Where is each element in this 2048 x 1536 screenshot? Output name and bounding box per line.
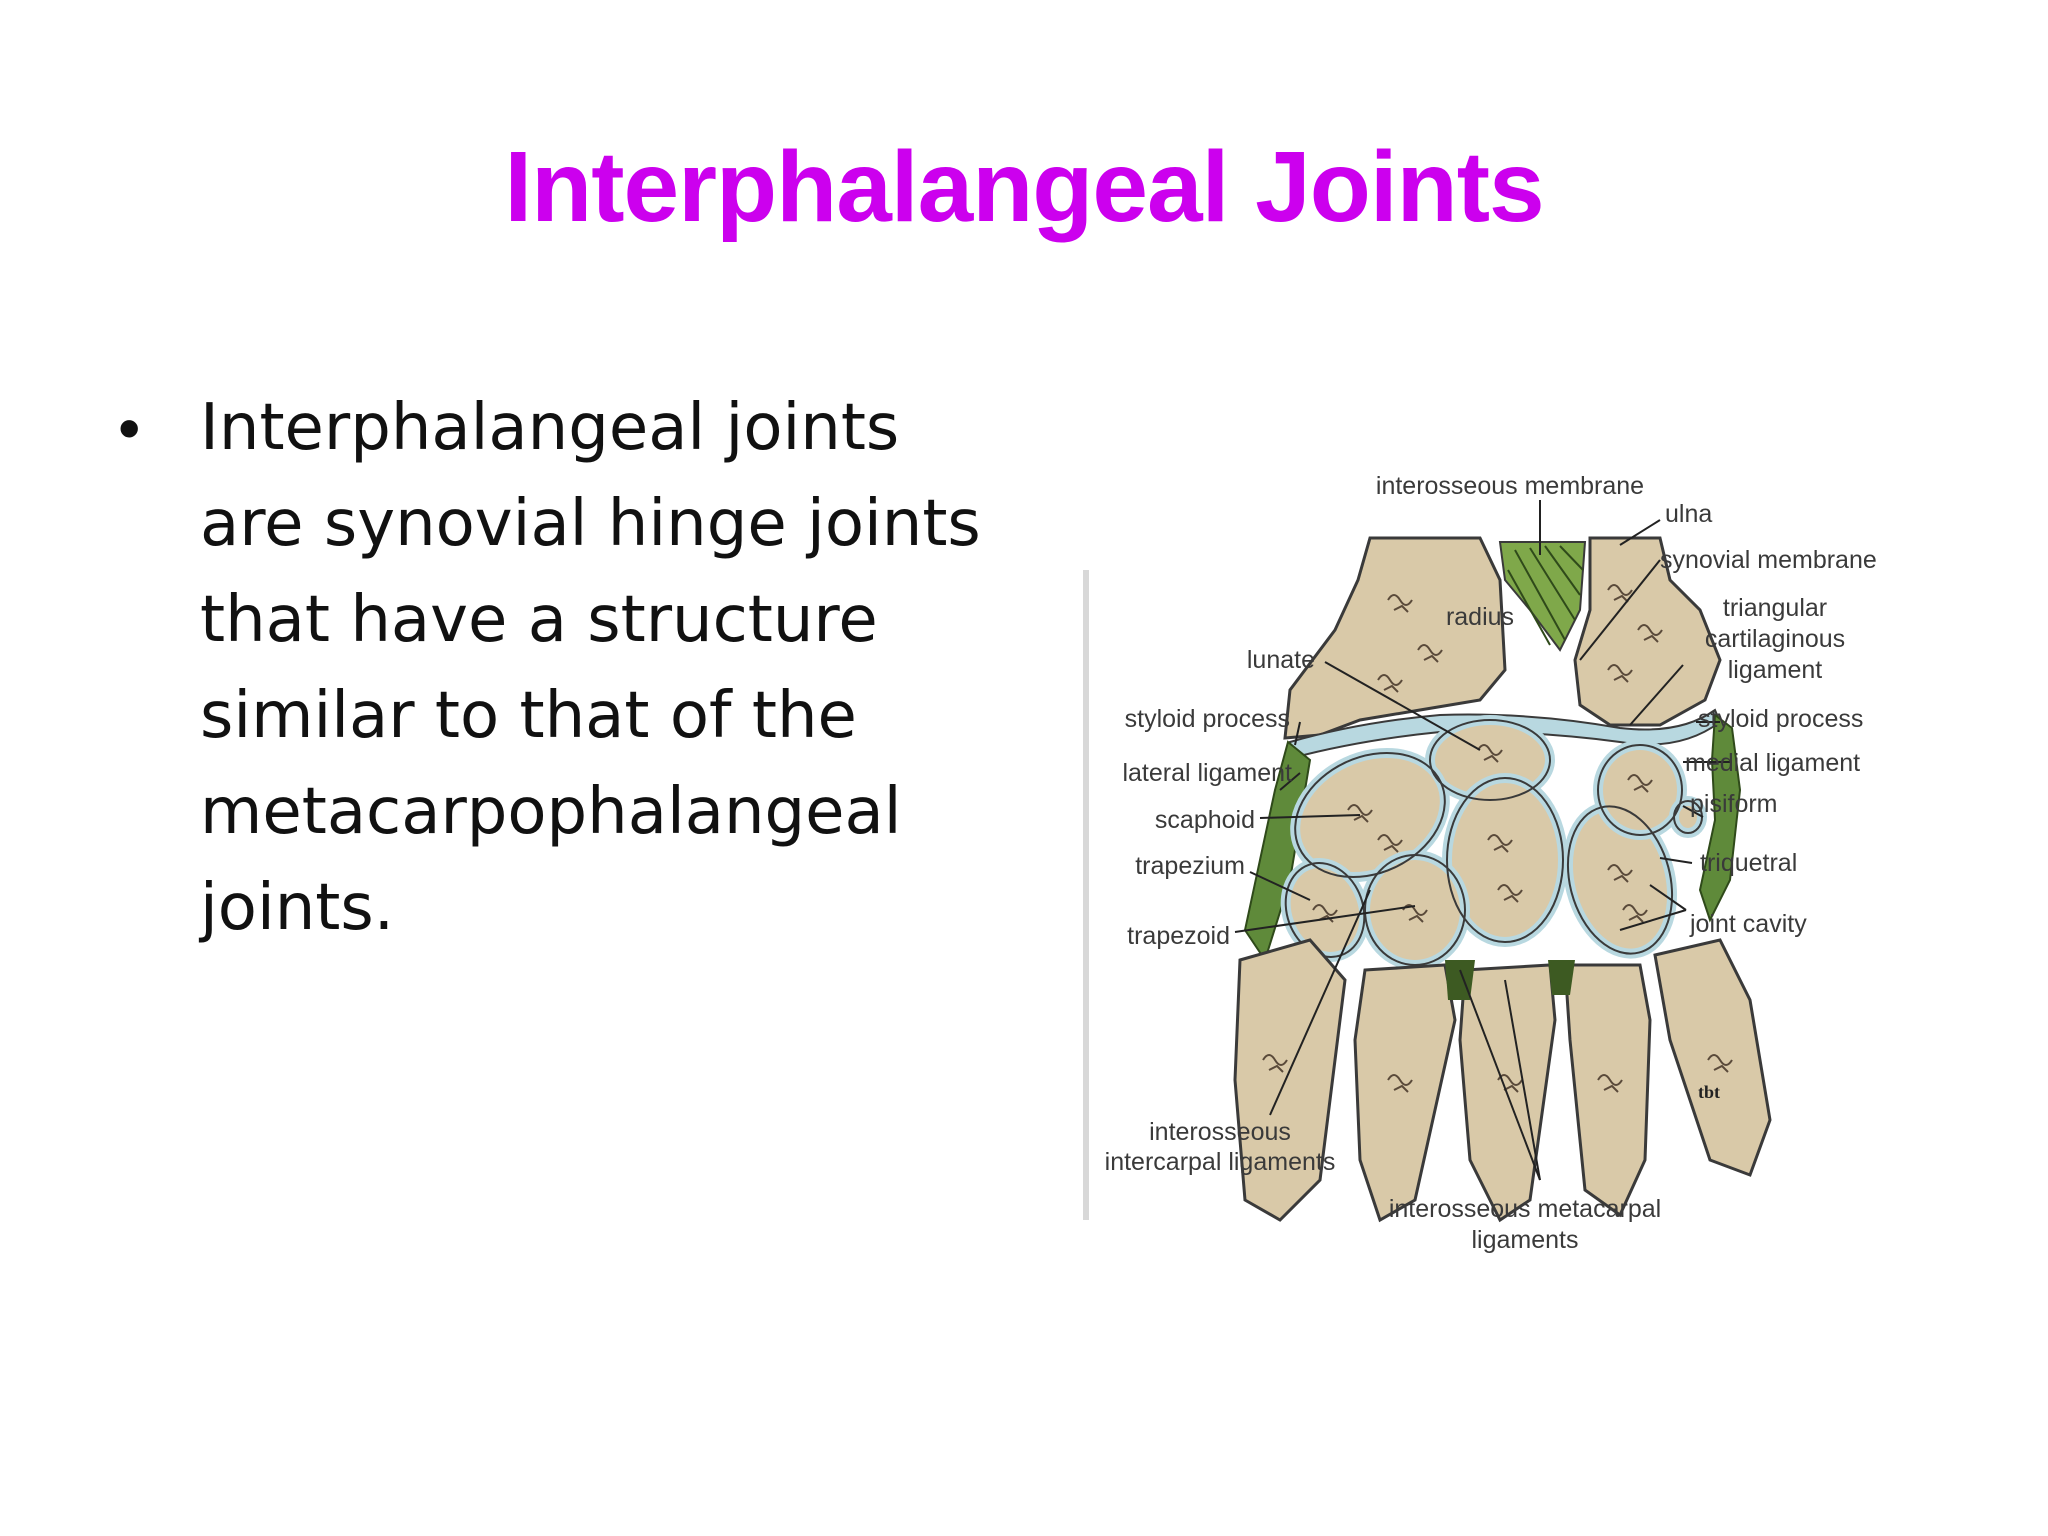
wrist-illustration: interosseous membrane ulna synovial memb… bbox=[1083, 472, 1877, 1254]
carpal-bones bbox=[1280, 715, 1707, 970]
label-lateral-ligament: lateral ligament bbox=[1122, 759, 1292, 787]
metacarpal-2 bbox=[1353, 963, 1457, 1223]
label-pisiform: pisiform bbox=[1690, 790, 1778, 818]
metacarpal-ligament-band bbox=[1548, 960, 1575, 995]
wrist-joint-diagram: interosseous membrane ulna synovial memb… bbox=[1060, 460, 1920, 1280]
label-triquetral: triquetral bbox=[1700, 849, 1797, 877]
bone-texture-mark bbox=[1377, 674, 1403, 693]
label-interosseous-intercarpal-2: intercarpal ligaments bbox=[1105, 1148, 1336, 1176]
metacarpal-ligament-band bbox=[1445, 960, 1475, 1000]
label-interosseous-metacarpal-2: ligaments bbox=[1472, 1226, 1579, 1254]
metacarpal-5 bbox=[1653, 938, 1772, 1177]
bone-texture-mark bbox=[1622, 904, 1648, 923]
lateral-ligament bbox=[1243, 740, 1312, 963]
bone-outline bbox=[1597, 744, 1683, 836]
bone-texture-mark bbox=[1637, 624, 1663, 643]
label-styloid-process-right: styloid process bbox=[1698, 705, 1863, 733]
bone-texture-mark bbox=[1417, 644, 1443, 663]
label-medial-ligament: medial ligament bbox=[1685, 749, 1860, 777]
bone-texture-mark bbox=[1607, 864, 1633, 883]
bone-texture-mark bbox=[1597, 1074, 1623, 1093]
bone-texture-mark bbox=[1627, 774, 1653, 793]
label-trapezoid: trapezoid bbox=[1127, 922, 1230, 950]
label-ulna: ulna bbox=[1665, 500, 1712, 528]
bone-texture-mark bbox=[1387, 1074, 1413, 1093]
bone-outline bbox=[1429, 719, 1551, 801]
label-triangular-3: ligament bbox=[1728, 656, 1823, 684]
label-interosseous-membrane: interosseous membrane bbox=[1376, 472, 1644, 500]
bone-texture bbox=[1262, 584, 1733, 1093]
radius-bone bbox=[1283, 536, 1507, 740]
bone-outline bbox=[1446, 777, 1564, 943]
bullet-dot-icon: • bbox=[118, 392, 141, 464]
bone-texture-mark bbox=[1607, 584, 1633, 603]
label-radius: radius bbox=[1446, 603, 1514, 631]
bone-texture-mark bbox=[1607, 664, 1633, 683]
label-triangular-1: triangular bbox=[1723, 594, 1827, 622]
artist-signature: tbt bbox=[1698, 1082, 1720, 1102]
bone-texture-mark bbox=[1347, 804, 1373, 823]
bone-texture-mark bbox=[1387, 594, 1413, 613]
bone-texture-mark bbox=[1707, 1054, 1733, 1073]
bone-outline bbox=[1294, 751, 1446, 879]
label-lunate: lunate bbox=[1247, 646, 1315, 674]
label-triangular-2: cartilaginous bbox=[1705, 625, 1845, 653]
label-scaphoid: scaphoid bbox=[1155, 806, 1255, 834]
label-joint-cavity: joint cavity bbox=[1689, 910, 1807, 938]
metacarpal-4 bbox=[1563, 963, 1652, 1218]
label-synovial-membrane: synovial membrane bbox=[1660, 546, 1877, 574]
bone-texture-mark bbox=[1487, 834, 1513, 853]
bone-texture-mark bbox=[1377, 834, 1403, 853]
label-trapezium: trapezium bbox=[1135, 852, 1245, 880]
label-interosseous-metacarpal-1: interosseous metacarpal bbox=[1389, 1195, 1661, 1223]
label-interosseous-intercarpal-1: interosseous bbox=[1149, 1118, 1291, 1146]
leader-lines bbox=[1234, 500, 1732, 1181]
ulna-bone bbox=[1573, 536, 1722, 727]
bone-texture-mark bbox=[1262, 1054, 1288, 1073]
bone-texture-mark bbox=[1402, 904, 1428, 923]
bone-texture-mark bbox=[1497, 884, 1523, 903]
bone-texture-mark bbox=[1497, 1074, 1523, 1093]
slide-title: Interphalangeal Joints bbox=[504, 131, 1544, 243]
bone-outline bbox=[1364, 854, 1466, 966]
interosseous-membrane bbox=[1498, 541, 1587, 652]
bone-texture-mark bbox=[1477, 744, 1503, 763]
label-styloid-process-left: styloid process bbox=[1125, 705, 1290, 733]
medial-ligament bbox=[1698, 713, 1742, 923]
bullet-text: Interphalangeal joints are synovial hing… bbox=[200, 391, 981, 945]
